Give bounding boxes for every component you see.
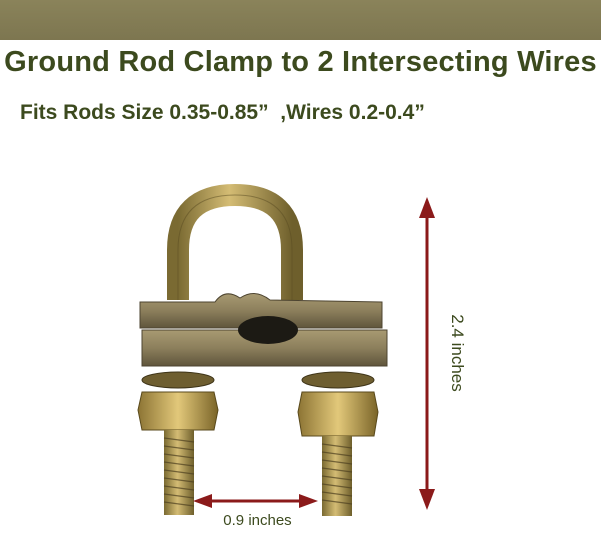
right-hex-nut bbox=[297, 391, 379, 437]
rod-hole bbox=[238, 316, 298, 344]
left-threaded-shaft bbox=[163, 430, 195, 515]
size-specs-subtitle: Fits Rods Size 0.35-0.85” ,Wires 0.2-0.4… bbox=[20, 101, 425, 124]
upper-saddle bbox=[139, 293, 383, 329]
page-title: Ground Rod Clamp to 2 Intersecting Wires bbox=[4, 46, 597, 78]
u-bolt bbox=[167, 183, 303, 300]
top-banner-band bbox=[0, 0, 601, 40]
ground-rod-clamp-image bbox=[137, 183, 388, 516]
height-dimension-label: 2.4 inches bbox=[448, 314, 467, 392]
right-threaded-shaft bbox=[321, 436, 353, 516]
width-dimension-label: 0.9 inches bbox=[223, 512, 292, 529]
height-arrow bbox=[419, 197, 435, 510]
left-hex-nut bbox=[137, 391, 219, 431]
